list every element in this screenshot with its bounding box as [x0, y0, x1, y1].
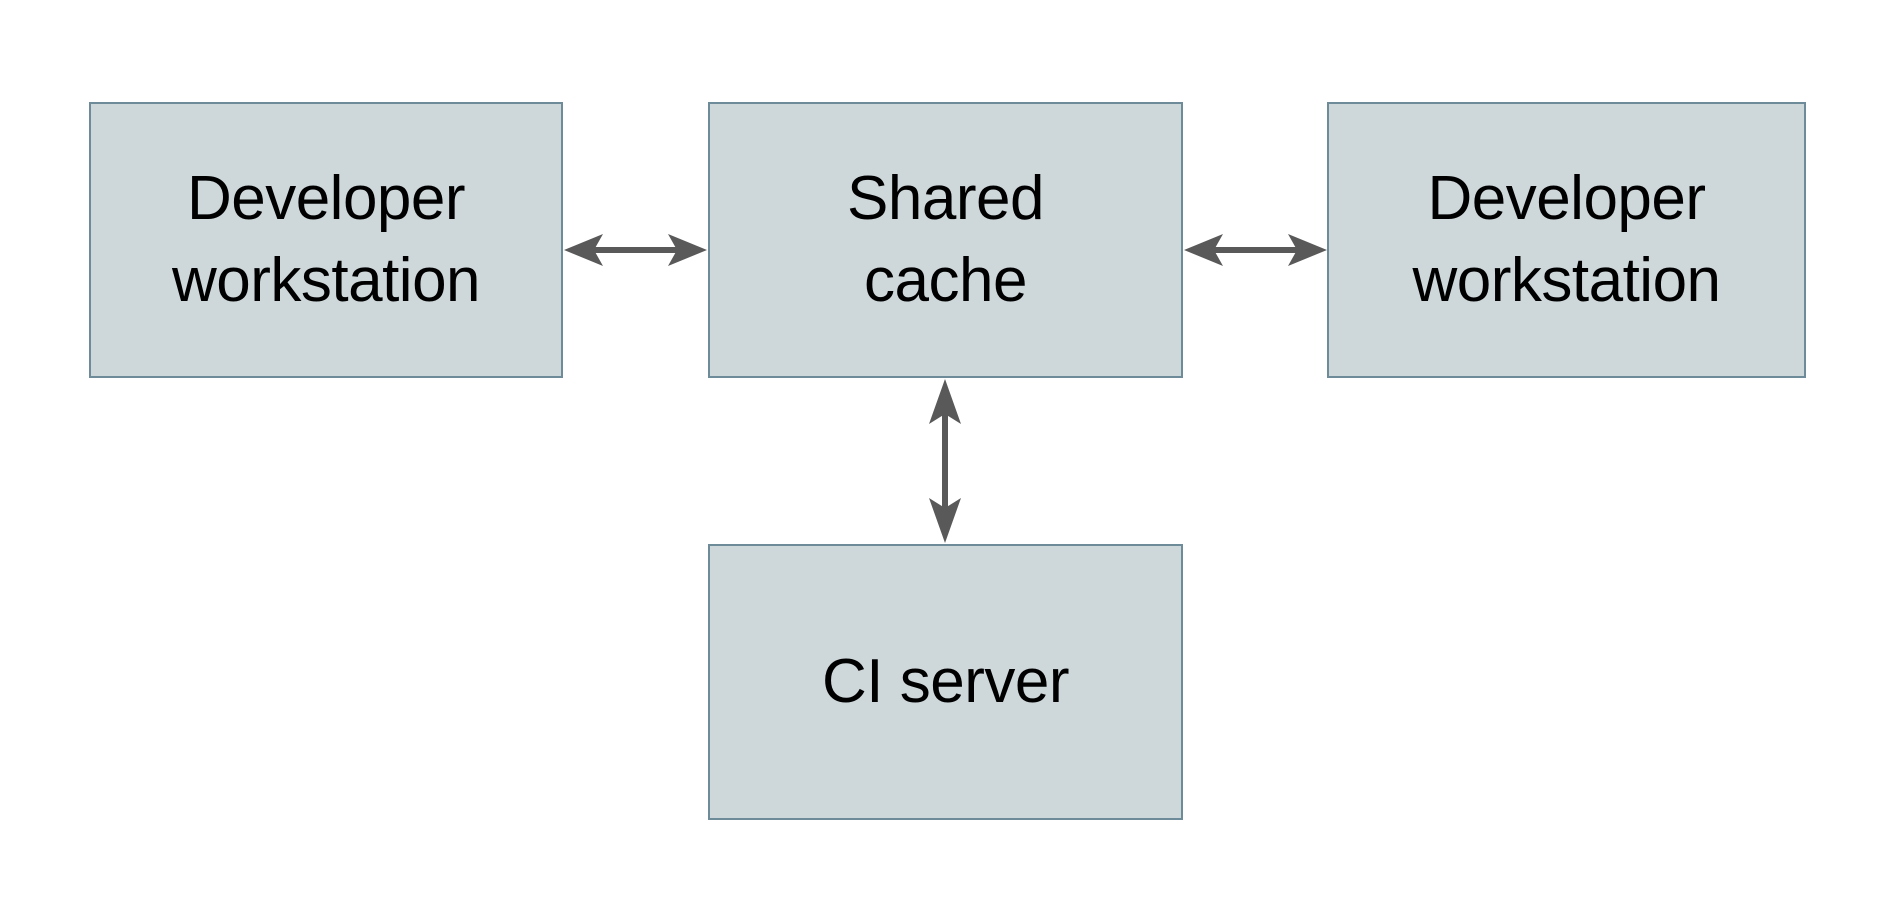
node-ci-server[interactable]: CI server [708, 544, 1183, 820]
edge-cache-to-right-workstation[interactable] [1183, 215, 1328, 285]
node-label: Developer workstation [1412, 164, 1721, 315]
node-label: CI server [822, 647, 1069, 717]
edge-cache-to-ci-server[interactable] [910, 378, 980, 544]
node-label: Developer workstation [171, 164, 481, 315]
node-label: Shared cache [847, 164, 1044, 315]
node-developer-workstation-left[interactable]: Developer workstation [89, 102, 563, 378]
edge-left-workstation-to-cache[interactable] [563, 215, 708, 285]
node-developer-workstation-right[interactable]: Developer workstation [1327, 102, 1806, 378]
node-shared-cache[interactable]: Shared cache [708, 102, 1183, 378]
